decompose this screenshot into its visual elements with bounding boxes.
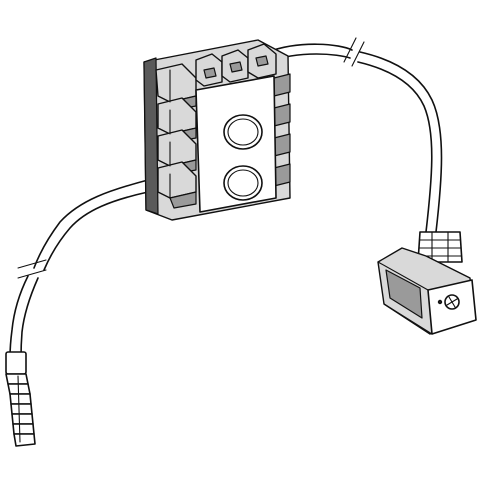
sensor-probe: [5, 351, 36, 447]
break-mark-right: [343, 37, 365, 67]
angle-connector: [377, 231, 477, 335]
probe-ridges: [5, 373, 36, 447]
screw-icon: [444, 294, 460, 310]
knob-upper: [223, 114, 263, 150]
left-cable: [9, 179, 149, 359]
break-mark-left: [17, 259, 47, 279]
right-cable: [267, 37, 443, 233]
terminal-block: [143, 39, 291, 221]
knob-lower: [223, 165, 263, 201]
block-fins-top: [195, 43, 277, 87]
block-fins-left: [143, 57, 197, 215]
